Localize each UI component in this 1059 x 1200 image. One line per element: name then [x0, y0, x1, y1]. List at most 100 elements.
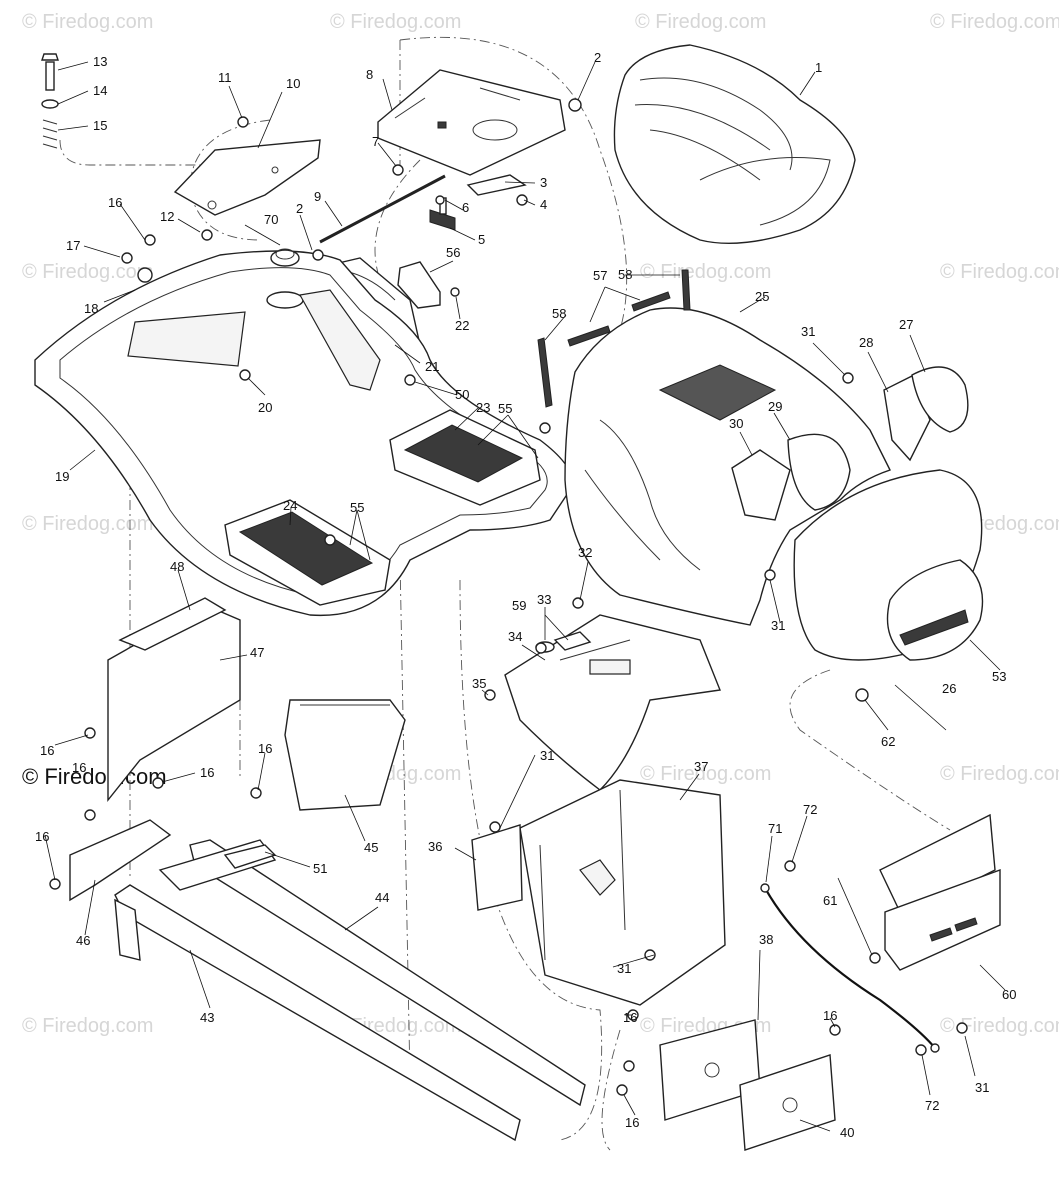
frame-left-rail: [114, 884, 521, 1142]
callout: 28: [859, 335, 873, 350]
callout: 57: [593, 268, 607, 283]
callout: 21: [425, 359, 439, 374]
latch-plate: [466, 174, 527, 196]
assembly-lines: [59, 36, 951, 1151]
callout: 16: [35, 829, 49, 844]
callout: 33: [537, 592, 551, 607]
bracket-56: [397, 261, 441, 309]
watermark: © Firedog.com: [930, 11, 1059, 33]
watermark: © Firedog.com: [22, 11, 153, 33]
callout: 44: [375, 890, 389, 905]
watermark: © Firedog.com: [22, 1015, 153, 1037]
callout: 16: [625, 1115, 639, 1130]
seat-bracket: [173, 139, 321, 216]
watermark: © Firedog.com: [940, 763, 1059, 785]
callout: 37: [694, 759, 708, 774]
callout: 51: [313, 861, 327, 876]
hood-strip-58: [537, 269, 691, 408]
seat: [613, 44, 856, 245]
callout: 25: [755, 289, 769, 304]
callout: 16: [72, 760, 86, 775]
callout: 43: [200, 1010, 214, 1025]
callout: 17: [66, 238, 80, 253]
callout: 31: [801, 324, 815, 339]
callout: 40: [840, 1125, 854, 1140]
callout: 3: [540, 175, 547, 190]
callout: 15: [93, 118, 107, 133]
callout: 58: [618, 267, 632, 282]
battery-box: [284, 699, 406, 811]
leader-lines: [44, 61, 1006, 1132]
callout: 29: [768, 399, 782, 414]
callout: 38: [759, 932, 773, 947]
callout: 70: [264, 212, 278, 227]
callout: 61: [823, 893, 837, 908]
front-bumper: [879, 813, 1001, 971]
fender-body: [34, 250, 573, 617]
callout: 71: [768, 821, 782, 836]
callout: 12: [160, 209, 174, 224]
callout: 13: [93, 54, 107, 69]
callout: 26: [942, 681, 956, 696]
callout: 18: [84, 301, 98, 316]
callout: 72: [803, 802, 817, 817]
dash-panel: [504, 614, 721, 791]
callout: 22: [455, 318, 469, 333]
cable-71: [760, 883, 940, 1053]
callout: 10: [286, 76, 300, 91]
callout: 8: [366, 67, 373, 82]
callout: 36: [428, 839, 442, 854]
callout: 7: [372, 134, 379, 149]
callout: 48: [170, 559, 184, 574]
callout: 32: [578, 545, 592, 560]
callout: 59: [512, 598, 526, 613]
callout: 24: [283, 498, 297, 513]
callout: 9: [314, 189, 321, 204]
callout: 4: [540, 197, 547, 212]
headlight-lens: [731, 366, 969, 521]
callout: 6: [462, 200, 469, 215]
fasteners: [49, 98, 968, 1096]
callout: 20: [258, 400, 272, 415]
callout: 46: [76, 933, 90, 948]
callout: 53: [992, 669, 1006, 684]
watermark: © Firedog.com: [640, 763, 771, 785]
callout: 27: [899, 317, 913, 332]
callout: 60: [1002, 987, 1016, 1002]
callout: 56: [446, 245, 460, 260]
watermark: © Firedog.com: [940, 261, 1059, 283]
callout: 31: [975, 1080, 989, 1095]
watermark: © Firedog.com: [640, 261, 771, 283]
callout: 30: [729, 416, 743, 431]
hood-strip-57: [567, 291, 671, 347]
callout: 62: [881, 734, 895, 749]
callout: 16: [108, 195, 122, 210]
callout: 55: [350, 500, 364, 515]
callout: 31: [617, 961, 631, 976]
callouts: 1 2 2 3 4 5 6 7 8 9 10 11 12 13 14 15 16…: [35, 50, 1016, 1140]
callout: 55: [498, 401, 512, 416]
callout: 47: [250, 645, 264, 660]
callout: 72: [925, 1098, 939, 1113]
front-bracket-40: [739, 1054, 836, 1151]
seat-spring-bolt: [41, 53, 59, 149]
callout: 16: [823, 1008, 837, 1023]
watermark: © Firedog.com: [330, 11, 461, 33]
watermark: © Firedog.com: [22, 261, 153, 283]
callout: 35: [472, 676, 486, 691]
callout: 19: [55, 469, 69, 484]
callout: 2: [296, 201, 303, 216]
hood: [564, 307, 891, 626]
callout: 16: [623, 1010, 637, 1025]
floor-mat-right: [389, 409, 541, 506]
callout: 34: [508, 629, 522, 644]
bracket-46: [69, 819, 172, 902]
callout: 16: [40, 743, 54, 758]
callout: 5: [478, 232, 485, 247]
rod: [319, 174, 446, 244]
callout: 1: [815, 60, 822, 75]
callout: 14: [93, 83, 107, 98]
floor-mat-left: [224, 499, 391, 606]
pedestal: [519, 779, 726, 1006]
callout: 50: [455, 387, 469, 402]
